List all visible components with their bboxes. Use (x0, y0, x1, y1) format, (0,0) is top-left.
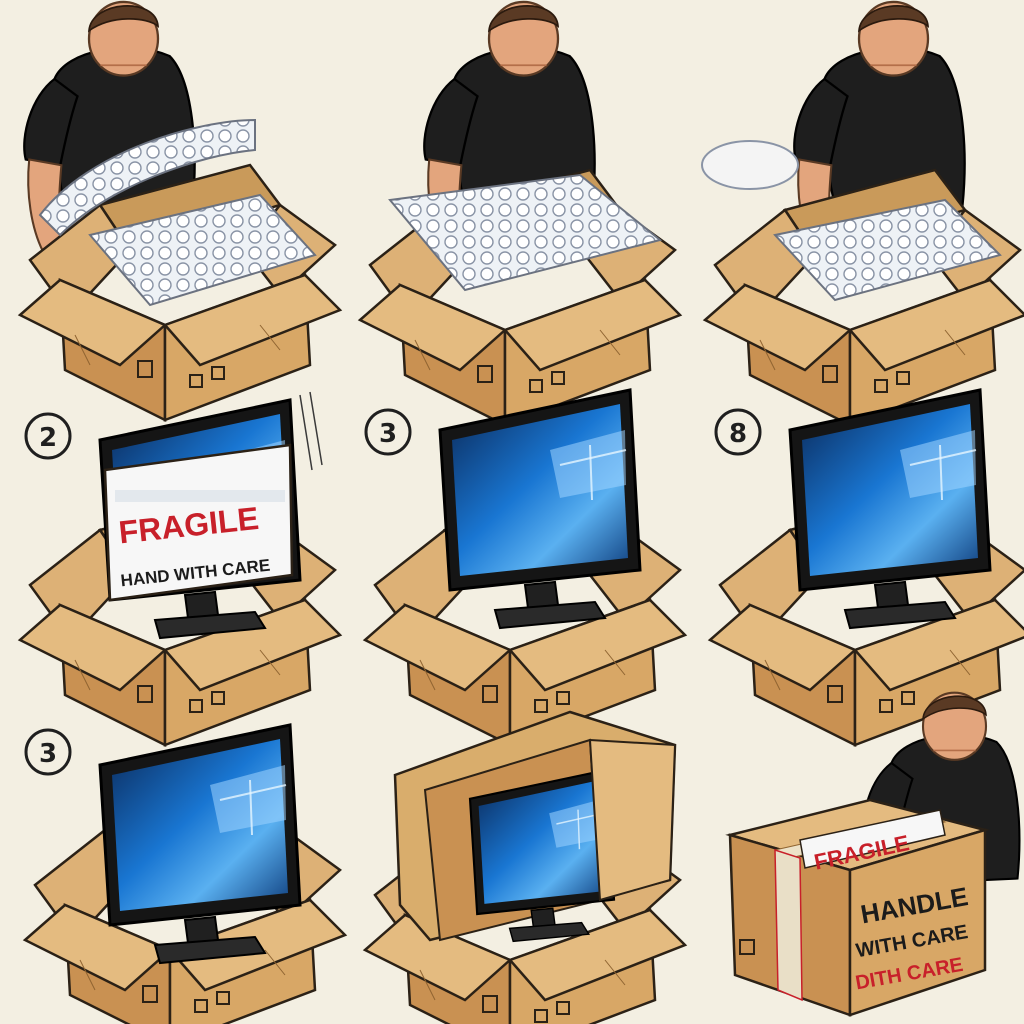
step-number: 8 (729, 419, 747, 449)
panel-1 (18, 0, 342, 422)
step-badge (24, 412, 72, 460)
bubble-wrap-sheet (38, 118, 256, 237)
panel-6: 8 (708, 388, 1024, 747)
bubble-wrap (88, 193, 317, 307)
panel-8 (363, 710, 687, 1024)
bubble-wrap (773, 198, 1002, 302)
panel-5: 3 (363, 388, 687, 747)
panel-3 (701, 0, 1024, 427)
step-badge (364, 408, 412, 456)
step-badge (714, 408, 762, 456)
step-number: 3 (39, 739, 57, 769)
open-box (703, 168, 1024, 427)
panel-9: FRAGILE HANDLE WITH CARE DITH CARE (725, 691, 1021, 1017)
crumpled-wrap (701, 140, 799, 190)
bubble-wrap (388, 173, 663, 292)
panel-4: 2 FRAGILE HAND WITH CARE (18, 391, 342, 747)
panel-2 (358, 0, 682, 427)
step-badge (24, 728, 72, 776)
panel-7: 3 (23, 723, 347, 1024)
fragile-label (103, 443, 294, 602)
step-number: 2 (39, 423, 57, 453)
step-number: 3 (379, 419, 397, 449)
